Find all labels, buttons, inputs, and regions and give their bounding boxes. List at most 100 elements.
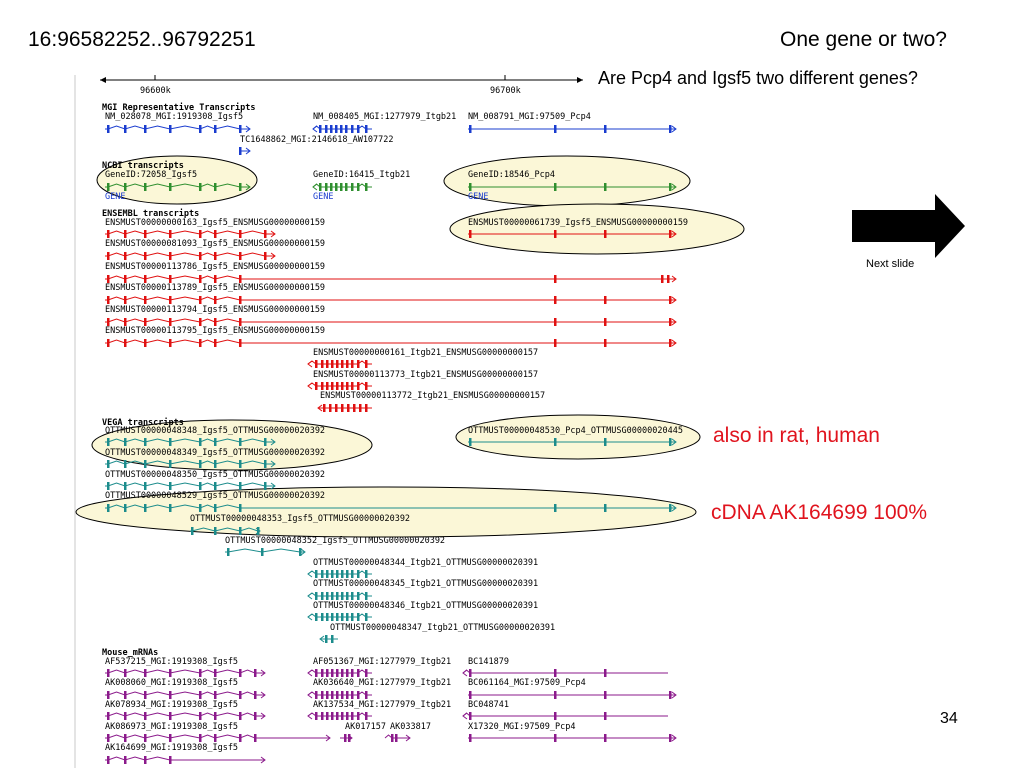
exon-block bbox=[604, 734, 607, 742]
gene-feature[interactable]: TC1648862_MGI:2146618_AW107722 bbox=[239, 135, 394, 155]
gene-feature[interactable]: OTTMUST00000048352_Igsf5_OTTMUSG00000020… bbox=[225, 536, 445, 556]
highlight-ncbi-igsf5 bbox=[96, 155, 258, 205]
exon-block bbox=[357, 382, 360, 390]
gene-feature[interactable]: OTTMUST00000048348_Igsf5_OTTMUSG00000020… bbox=[105, 426, 325, 446]
gene-feature[interactable]: OTTMUST00000048346_Itgb21_OTTMUSG0000002… bbox=[307, 601, 538, 621]
gene-feature[interactable]: AK078934_MGI:1919308_Igsf5 bbox=[105, 700, 266, 720]
gene-feature[interactable]: X17320_MGI:97509_Pcp4 bbox=[468, 722, 677, 742]
gene-feature[interactable]: NM_008791_MGI:97509_Pcp4 bbox=[468, 112, 677, 133]
gene-feature[interactable]: OTTMUST00000048350_Igsf5_OTTMUSG00000020… bbox=[105, 470, 325, 490]
exon-block bbox=[604, 438, 607, 446]
feature-label: AK164699_MGI:1919308_Igsf5 bbox=[105, 743, 238, 753]
strand-arrow-icon bbox=[671, 734, 677, 742]
next-slide-label[interactable]: Next slide bbox=[866, 258, 915, 270]
gene-feature[interactable]: AK033817 bbox=[384, 722, 431, 742]
gene-feature[interactable]: ENSMUST00000113772_Itgb21_ENSMUSG0000000… bbox=[317, 391, 545, 412]
gene-feature[interactable]: ENSMUST00000113795_Igsf5_ENSMUSG00000000… bbox=[105, 326, 677, 347]
exon-block bbox=[144, 482, 147, 490]
exon-block bbox=[554, 339, 557, 347]
strand-arrow-icon bbox=[255, 527, 261, 535]
gene-feature[interactable]: ENSMUST00000000163_Igsf5_ENSMUSG00000000… bbox=[105, 218, 325, 238]
exon-block bbox=[329, 404, 332, 412]
exon-block bbox=[604, 183, 607, 191]
gene-feature[interactable]: AK086973_MGI:1919308_Igsf5 bbox=[105, 722, 331, 742]
transcript-line bbox=[105, 482, 275, 487]
gene-feature[interactable]: OTTMUST00000048529_Igsf5_OTTMUSG00000020… bbox=[105, 491, 677, 512]
strand-arrow-icon bbox=[245, 183, 251, 191]
feature-label: GeneID:16415_Itgb21 bbox=[313, 170, 410, 180]
gene-feature[interactable]: OTTMUST00000048344_Itgb21_OTTMUSG0000002… bbox=[307, 558, 538, 578]
gene-feature[interactable]: AF537215_MGI:1919308_Igsf5 bbox=[105, 657, 266, 677]
gene-feature[interactable]: ENSMUST00000113773_Itgb21_ENSMUSG0000000… bbox=[307, 370, 538, 390]
exon-block bbox=[254, 712, 257, 720]
gene-feature[interactable]: AK164699_MGI:1919308_Igsf5 bbox=[105, 743, 266, 764]
strand-arrow-icon bbox=[300, 548, 306, 556]
exon-block bbox=[669, 734, 672, 742]
gene-feature[interactable]: AK137534_MGI:1277979_Itgb21 bbox=[307, 700, 451, 720]
gene-feature[interactable]: NM_008405_MGI:1277979_Itgb21 bbox=[312, 112, 456, 133]
exon-block bbox=[341, 360, 344, 368]
strand-arrow-icon bbox=[671, 339, 677, 347]
exon-block bbox=[144, 460, 147, 468]
strand-arrow-icon bbox=[671, 691, 677, 699]
exon-block bbox=[214, 527, 217, 535]
feature-label: AK008060_MGI:1919308_Igsf5 bbox=[105, 678, 238, 688]
gene-feature[interactable]: NM_028078_MGI:1919308_Igsf5 bbox=[105, 112, 251, 133]
exon-block bbox=[239, 230, 242, 238]
gene-feature[interactable]: OTTMUST00000048353_Igsf5_OTTMUSG00000020… bbox=[190, 514, 410, 535]
gene-feature[interactable]: ENSMUST00000000161_Itgb21_ENSMUSG0000000… bbox=[307, 348, 538, 368]
exon-block bbox=[144, 183, 147, 191]
exon-block bbox=[351, 183, 354, 191]
exon-block bbox=[319, 183, 322, 191]
exon-block bbox=[604, 318, 607, 326]
feature-label: ENSMUST00000061739_Igsf5_ENSMUSG00000000… bbox=[468, 218, 688, 228]
exon-block bbox=[346, 592, 349, 600]
gene-feature[interactable]: ENSMUST00000113786_Igsf5_ENSMUSG00000000… bbox=[105, 262, 677, 283]
exon-block bbox=[554, 712, 557, 720]
gene-feature[interactable]: BC141879 bbox=[462, 657, 668, 677]
feature-label: ENSMUST00000113772_Itgb21_ENSMUSG0000000… bbox=[320, 391, 545, 401]
gene-feature[interactable]: BC048741 bbox=[462, 700, 668, 720]
ruler-right-arrow bbox=[577, 77, 583, 83]
gene-feature[interactable]: OTTMUST00000048345_Itgb21_OTTMUSG0000002… bbox=[307, 579, 538, 600]
gene-tag: GENE bbox=[468, 192, 488, 202]
exon-block bbox=[336, 360, 339, 368]
gene-feature[interactable]: ENSMUST00000113794_Igsf5_ENSMUSG00000000… bbox=[105, 305, 677, 326]
exon-block bbox=[169, 504, 172, 512]
exon-block bbox=[346, 613, 349, 621]
exon-block bbox=[331, 712, 334, 720]
gene-feature[interactable]: ENSMUST00000061739_Igsf5_ENSMUSG00000000… bbox=[468, 218, 688, 238]
exon-block bbox=[144, 504, 147, 512]
gene-feature[interactable]: AK036640_MGI:1277979_Itgb21 bbox=[307, 678, 451, 699]
exon-block bbox=[144, 296, 147, 304]
transcript-line bbox=[462, 712, 668, 717]
exon-block bbox=[144, 252, 147, 260]
gene-feature[interactable]: AK017157 bbox=[340, 722, 386, 742]
feature-label: OTTMUST00000048347_Itgb21_OTTMUSG0000002… bbox=[330, 623, 555, 633]
gene-feature[interactable]: AF051367_MGI:1277979_Itgb21 bbox=[307, 657, 451, 677]
gene-feature[interactable]: BC061164_MGI:97509_Pcp4 bbox=[468, 678, 677, 699]
exon-block bbox=[326, 669, 329, 677]
exon-block bbox=[169, 183, 172, 191]
exon-block bbox=[321, 382, 324, 390]
exon-block bbox=[336, 592, 339, 600]
gene-feature[interactable]: ENSMUST00000113789_Igsf5_ENSMUSG00000000… bbox=[105, 283, 677, 304]
gene-feature[interactable]: OTTMUST00000048349_Igsf5_OTTMUSG00000020… bbox=[105, 448, 325, 468]
gene-feature[interactable]: OTTMUST00000048530_Pcp4_OTTMUSG000000204… bbox=[468, 426, 683, 446]
transcript-line bbox=[105, 691, 265, 696]
gene-feature[interactable]: OTTMUST00000048347_Itgb21_OTTMUSG0000002… bbox=[319, 623, 555, 643]
gene-feature[interactable]: AK008060_MGI:1919308_Igsf5 bbox=[105, 678, 266, 699]
strand-arrow-icon bbox=[312, 183, 318, 191]
exon-block bbox=[254, 669, 257, 677]
next-slide-arrow-icon[interactable] bbox=[852, 194, 965, 258]
exon-block bbox=[191, 527, 194, 535]
exon-block bbox=[107, 252, 110, 260]
exon-block bbox=[214, 712, 217, 720]
exon-block bbox=[365, 712, 368, 720]
exon-block bbox=[107, 296, 110, 304]
gene-feature[interactable]: ENSMUST00000081093_Igsf5_ENSMUSG00000000… bbox=[105, 239, 325, 260]
feature-label: AF537215_MGI:1919308_Igsf5 bbox=[105, 657, 238, 667]
